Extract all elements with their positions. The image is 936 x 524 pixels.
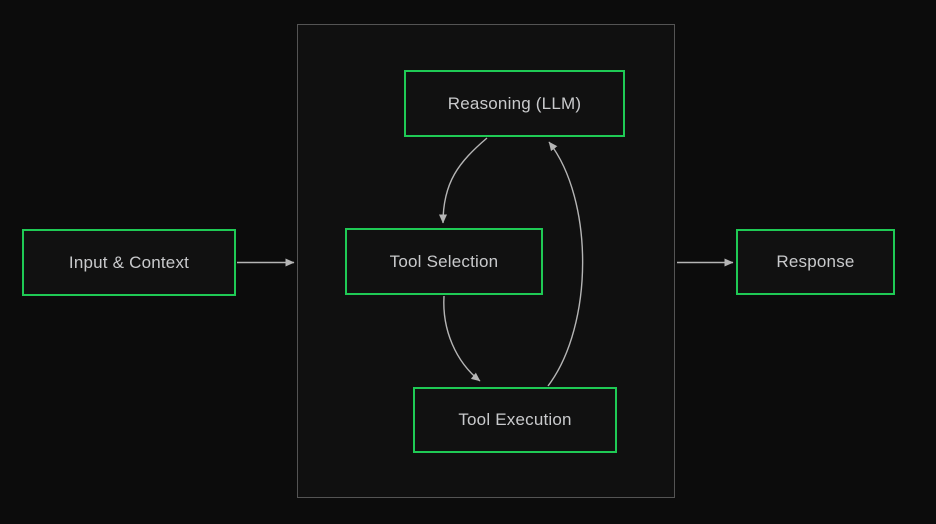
node-input-context-label: Input & Context — [68, 252, 190, 272]
node-tool-selection: Tool Selection — [345, 228, 543, 295]
node-tool-selection-label: Tool Selection — [389, 251, 499, 271]
node-response: Response — [736, 229, 895, 295]
node-reasoning-llm-label: Reasoning (LLM) — [447, 93, 582, 113]
node-tool-execution: Tool Execution — [413, 387, 617, 453]
node-tool-execution-label: Tool Execution — [458, 410, 572, 429]
node-response-label: Response — [776, 252, 855, 271]
node-input-context: Input & Context — [22, 229, 236, 296]
node-reasoning-llm: Reasoning (LLM) — [404, 70, 625, 137]
